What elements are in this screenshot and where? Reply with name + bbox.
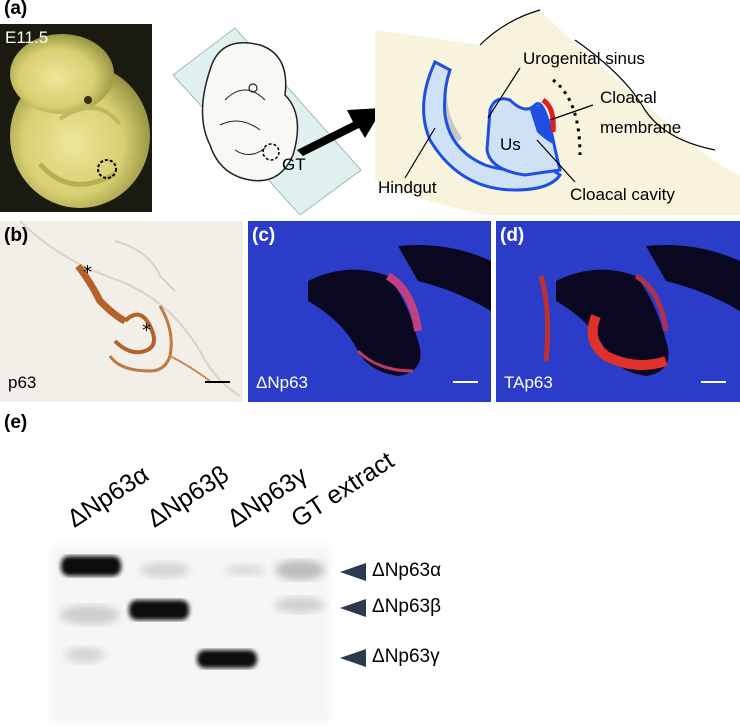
lane-label-1: ΔNp63α: [62, 460, 154, 534]
band-gamma: [197, 650, 257, 668]
band-arrow-gamma: [340, 649, 366, 667]
gt-label: GT: [282, 155, 306, 174]
panel-a-letter: (a): [4, 0, 28, 19]
panel-b-letter: (b): [4, 225, 29, 246]
panel-c-stain-label: ΔNp63: [256, 373, 308, 392]
panel-d-scalebar: [701, 381, 726, 383]
band-label-beta: ΔNp63β: [372, 596, 442, 617]
panel-c-letter: (c): [252, 225, 276, 246]
panel-b-scalebar: [205, 381, 230, 383]
arrow-to-diagram: [297, 108, 383, 156]
band-arrow-alpha: [340, 563, 366, 581]
band-beta: [129, 600, 189, 620]
embryo-photo-image: [10, 34, 150, 208]
hindgut-label: Hindgut: [378, 178, 437, 197]
panel-c-fluor-image: (c) ΔNp63: [248, 221, 491, 402]
panel-b-ihc-image: * * (b) p63: [0, 221, 243, 402]
cloacal-membrane-mark: [541, 97, 556, 133]
cloacal-label: Cloacal: [600, 88, 657, 107]
panel-d-letter: (d): [500, 225, 525, 246]
us-label: Us: [500, 135, 521, 154]
band-label-alpha: ΔNp63α: [372, 560, 442, 581]
embryo-sketch: GT: [172, 27, 362, 215]
band-arrow-beta: [340, 599, 366, 617]
band-label-gamma: ΔNp63γ: [372, 646, 440, 667]
panel-c-scalebar: [453, 381, 478, 383]
cloaca-diagram: Urogenital sinus Us Cloacal membrane Hin…: [375, 9, 740, 215]
panel-e-letter: (e): [4, 412, 28, 433]
lane-label-2: ΔNp63β: [142, 460, 234, 534]
membrane-label: membrane: [600, 118, 681, 137]
svg-text:*: *: [142, 320, 151, 341]
western-blot: [45, 540, 335, 725]
hindgut-epithelium: [422, 59, 563, 192]
stage-label: E11.5: [5, 28, 49, 47]
band-alpha: [61, 556, 121, 576]
svg-text:*: *: [83, 262, 92, 283]
gt-circle-sketch: [262, 143, 280, 161]
embryo-photo: E11.5: [0, 24, 152, 212]
cloacal-cavity-label: Cloacal cavity: [570, 185, 675, 204]
panel-d-fluor-image: (d) TAp63: [496, 221, 740, 402]
gt-circle-photo: [97, 159, 117, 179]
panel-b-stain-label: p63: [8, 373, 37, 392]
urogenital-sinus-label: Urogenital sinus: [523, 49, 645, 68]
panel-d-stain-label: TAp63: [504, 373, 553, 392]
